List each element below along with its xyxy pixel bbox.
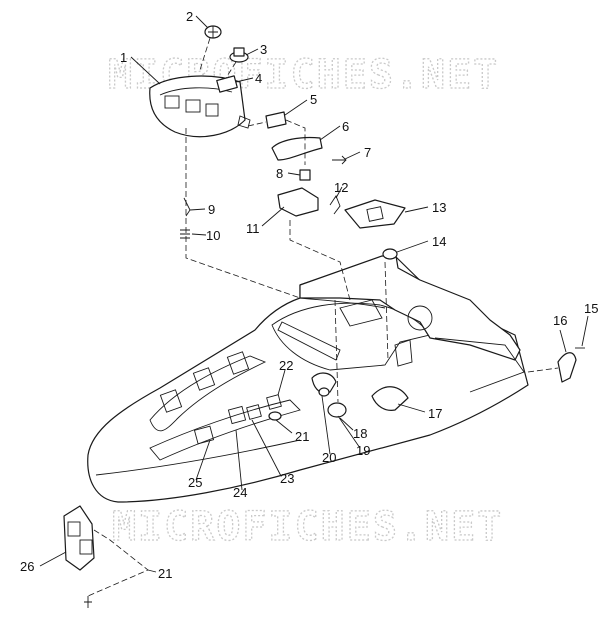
callout-24: 24 [233, 485, 247, 500]
callout-5: 5 [310, 92, 317, 107]
screw-part [332, 155, 347, 165]
knob-part [204, 25, 222, 39]
callout-13: 13 [432, 200, 446, 215]
callout-18: 18 [353, 426, 367, 441]
block-part [265, 111, 287, 129]
callout-17: 17 [428, 406, 442, 421]
nut-part [318, 387, 330, 397]
decal-set [159, 351, 282, 445]
callout-11: 11 [246, 221, 260, 236]
callout-10: 10 [206, 228, 220, 243]
callout-19: 19 [356, 443, 370, 458]
callout-20: 20 [322, 450, 336, 465]
callout-14: 14 [432, 234, 446, 249]
callout-3: 3 [260, 42, 267, 57]
callout-8: 8 [276, 166, 283, 181]
callouts: 1 2 3 4 5 6 7 8 9 10 11 12 13 14 15 16 1… [20, 9, 598, 581]
spring-part [180, 229, 190, 239]
callout-9: 9 [208, 202, 215, 217]
leader-lines [39, 15, 589, 573]
connector-part [216, 75, 238, 93]
callout-21-lower: 21 [158, 566, 172, 581]
reflector-bracket [63, 505, 95, 608]
watermark-bottom: MICROFICHES.NET [112, 504, 503, 550]
switch-part [229, 47, 249, 63]
fastener-part [268, 411, 282, 421]
hood-panel [87, 255, 529, 503]
washer-part [327, 402, 347, 418]
callout-15: 15 [584, 301, 598, 316]
callout-4: 4 [255, 71, 262, 86]
latch-part [557, 352, 577, 383]
hook-part [329, 195, 341, 215]
mount-bracket-part [277, 187, 319, 217]
clip-part [299, 169, 311, 181]
callout-2: 2 [186, 9, 193, 24]
callout-21-upper: 21 [295, 429, 309, 444]
bracket-part [271, 136, 323, 161]
callout-12: 12 [334, 180, 348, 195]
retainer-part [311, 372, 337, 394]
cover-panel-part [344, 199, 406, 229]
callout-25: 25 [188, 475, 202, 490]
callout-6: 6 [342, 119, 349, 134]
pin-part [183, 197, 191, 217]
callout-16: 16 [553, 313, 567, 328]
callout-26: 26 [20, 559, 34, 574]
callout-7: 7 [364, 145, 371, 160]
callout-1: 1 [120, 50, 127, 65]
callout-23: 23 [280, 471, 294, 486]
callout-22: 22 [279, 358, 293, 373]
grommet-part [382, 248, 398, 260]
